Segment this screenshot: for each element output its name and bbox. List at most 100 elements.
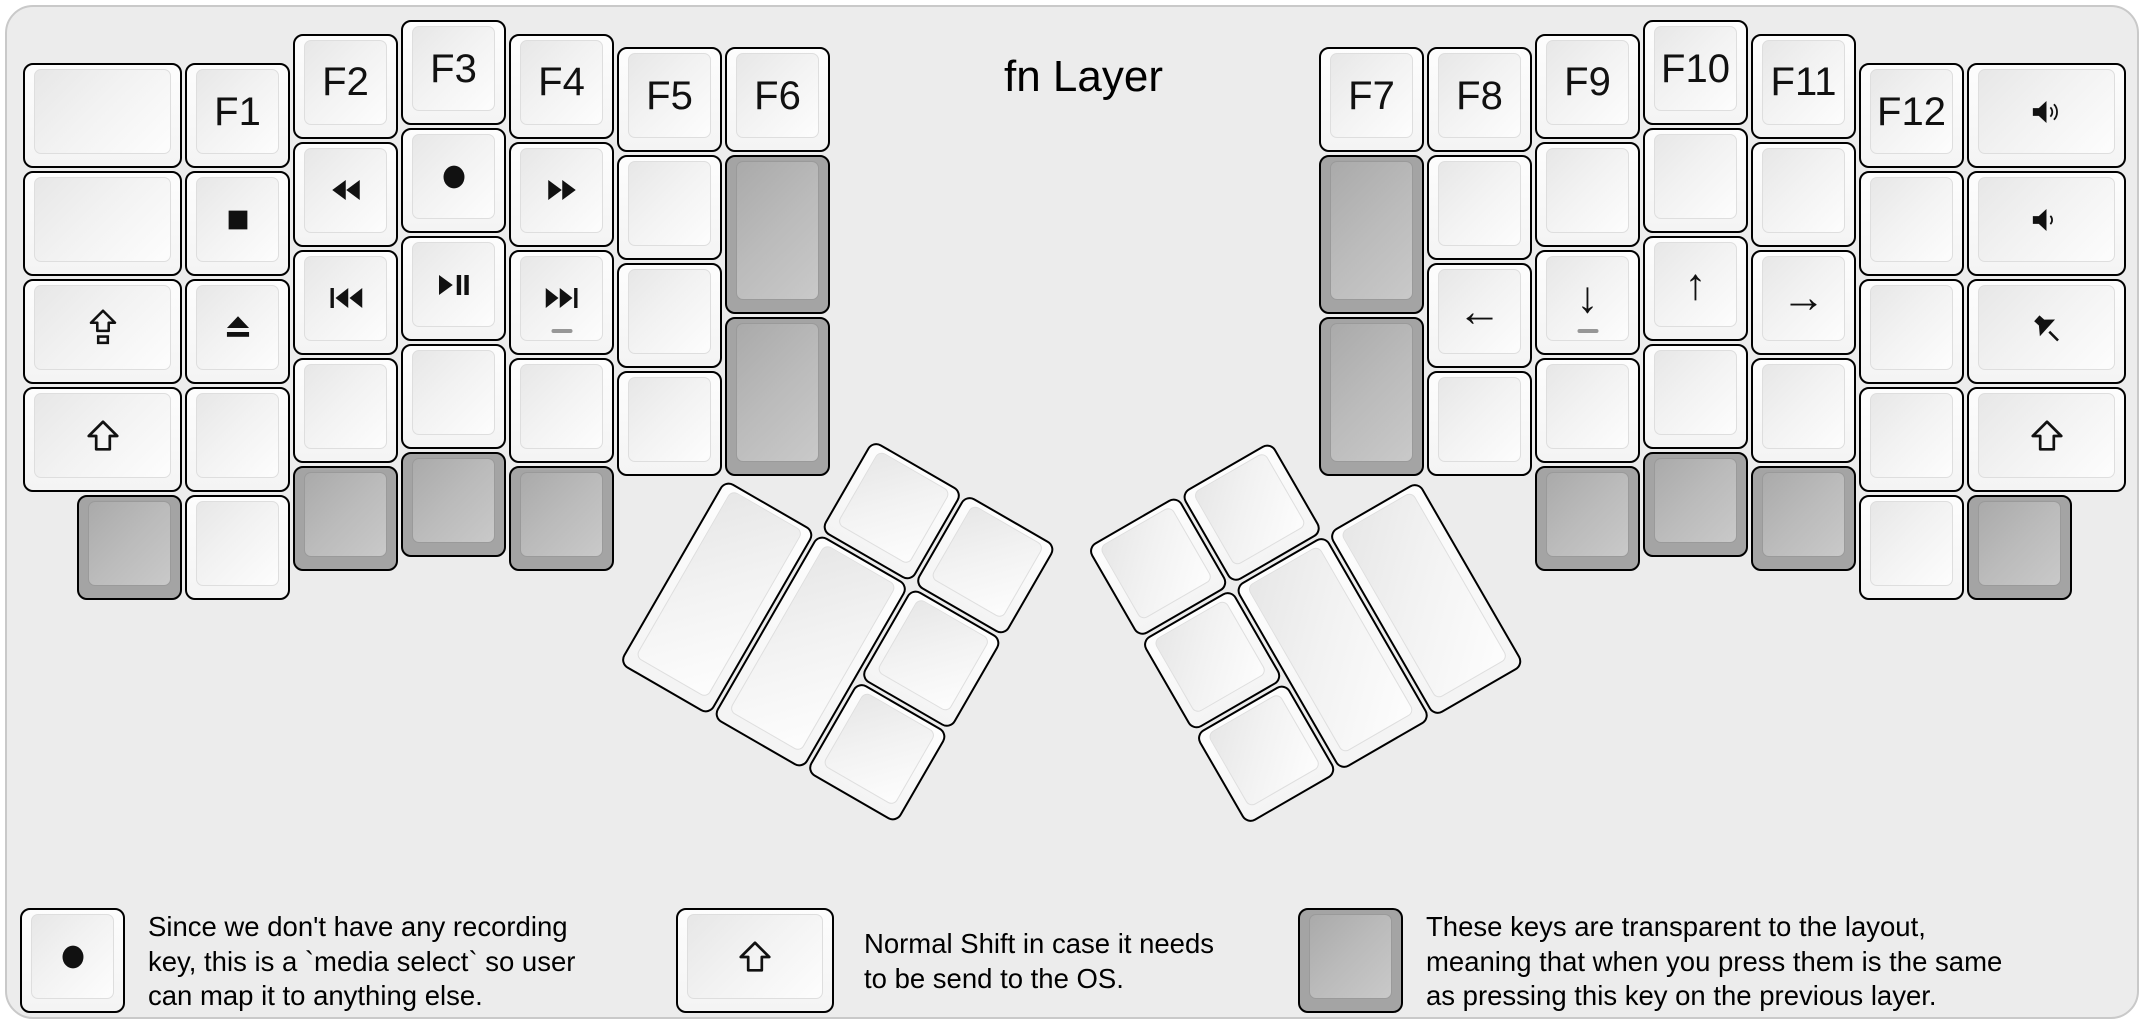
page-title: fn Layer (1004, 52, 1163, 101)
key-arrow-down: ↓ (1535, 249, 1640, 355)
arrow-left-icon: ← (1457, 286, 1502, 336)
eject-icon (222, 312, 254, 344)
key-label: F5 (646, 73, 693, 118)
prev-track-icon (325, 283, 367, 313)
volume-mute-icon (2029, 311, 2065, 345)
legend-line: Since we don't have any recording (148, 911, 568, 942)
key-label: F11 (1770, 60, 1837, 104)
play-pause-icon (433, 270, 475, 300)
key-transparent (77, 495, 182, 601)
key-label: F8 (1456, 73, 1503, 118)
key-transparent (1751, 465, 1856, 571)
key-f9: F9 (1535, 33, 1640, 139)
key-blank (1751, 141, 1856, 247)
key-blank (617, 371, 722, 476)
key-f7: F7 (1319, 47, 1424, 152)
key-blank (509, 357, 614, 463)
key-label: F10 (1661, 46, 1730, 91)
next-track-icon (541, 283, 583, 313)
arrow-up-icon: ↑ (1684, 259, 1707, 309)
key-label: F3 (430, 46, 477, 91)
key-prev-track (293, 249, 398, 355)
shift-icon (736, 938, 774, 976)
key-transparent-example (1298, 908, 1403, 1013)
key-transparent (1319, 155, 1424, 314)
record-icon (437, 160, 471, 194)
legend-line: as pressing this key on the previous lay… (1426, 980, 1937, 1011)
key-volume-up (1967, 63, 2126, 169)
key-f8: F8 (1427, 47, 1532, 152)
key-f5: F5 (617, 47, 722, 152)
key-record-example (20, 908, 125, 1013)
key-caps-lock (23, 279, 182, 385)
shift-icon (2028, 417, 2066, 455)
key-transparent (725, 317, 830, 476)
key-blank (1859, 495, 1964, 601)
key-play-pause (401, 236, 506, 341)
key-transparent (293, 465, 398, 571)
key-blank (185, 495, 290, 601)
key-transparent (1643, 452, 1748, 557)
key-arrow-right: → (1751, 249, 1856, 355)
key-blank (1643, 128, 1748, 233)
key-label: F6 (754, 73, 801, 118)
key-label: F9 (1564, 60, 1611, 104)
key-shift (23, 387, 182, 493)
key-blank (1535, 141, 1640, 247)
key-stop (185, 171, 290, 277)
legend-line: to be send to the OS. (864, 962, 1124, 994)
key-transparent (725, 155, 830, 314)
key-transparent (401, 452, 506, 557)
key-f3: F3 (401, 20, 506, 125)
key-transparent (1319, 317, 1424, 476)
key-label: F2 (322, 60, 369, 104)
fast-forward-icon (542, 175, 582, 205)
key-blank (1535, 357, 1640, 463)
arrow-right-icon: → (1781, 273, 1826, 322)
caps-lock-icon (85, 307, 121, 349)
key-f6: F6 (725, 47, 830, 152)
legend-line: meaning that when you press them is the … (1426, 945, 2003, 977)
key-label: F12 (1877, 89, 1946, 134)
key-transparent (1535, 465, 1640, 571)
shift-icon (84, 417, 122, 455)
key-label: F7 (1348, 73, 1395, 118)
key-blank (293, 357, 398, 463)
key-f1: F1 (185, 63, 290, 169)
key-f12: F12 (1859, 63, 1964, 169)
key-blank (1859, 279, 1964, 385)
key-blank (1859, 387, 1964, 493)
key-blank (23, 171, 182, 277)
rewind-icon (326, 175, 366, 205)
key-shift-example (676, 908, 834, 1013)
key-blank (1427, 371, 1532, 476)
key-fast-forward (509, 141, 614, 247)
key-f2: F2 (293, 33, 398, 139)
legend-line: can map it to anything else. (148, 980, 483, 1011)
key-rewind (293, 141, 398, 247)
key-volume-down (1967, 171, 2126, 277)
key-transparent (1967, 495, 2072, 601)
key-blank (1427, 155, 1532, 260)
legend-line: Normal Shift in case it needs (864, 928, 1215, 959)
key-blank (1751, 357, 1856, 463)
key-volume-mute (1967, 279, 2126, 385)
key-blank (401, 344, 506, 449)
volume-down-icon (2029, 204, 2065, 236)
key-blank (1859, 171, 1964, 277)
key-arrow-left: ← (1427, 263, 1532, 368)
legend-line: These keys are transparent to the layout… (1426, 911, 1926, 942)
homing-bar (551, 329, 572, 333)
legend-line: key, this is a `media select` so user (148, 945, 576, 977)
key-next-track (509, 249, 614, 355)
key-blank (1643, 344, 1748, 449)
key-arrow-up: ↑ (1643, 236, 1748, 341)
key-blank (23, 63, 182, 169)
key-shift (1967, 387, 2126, 493)
key-label: F1 (214, 89, 261, 134)
key-eject (185, 279, 290, 385)
key-blank (185, 387, 290, 493)
key-transparent (509, 465, 614, 571)
homing-bar (1577, 329, 1598, 333)
